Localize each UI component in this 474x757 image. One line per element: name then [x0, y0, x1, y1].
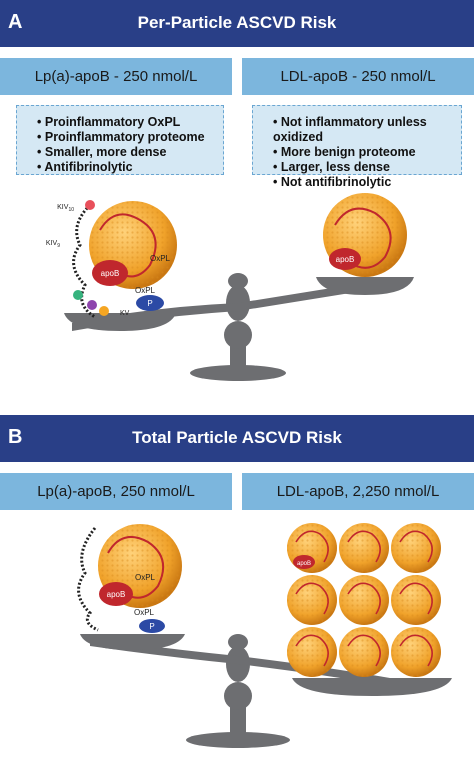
panel-a-header: A Per-Particle ASCVD Risk [0, 0, 474, 47]
ldl-particle: apoB [287, 523, 337, 573]
panel-a-right-header: LDL-apoB - 250 nmol/L [242, 58, 474, 95]
apob-icon [293, 555, 315, 569]
panel-b-scale-scene: apoB OxPL OxPL P apoB [77, 523, 452, 748]
list-item: Proinflammatory OxPL [37, 115, 223, 130]
apob-label: apoB [297, 561, 311, 567]
ldl-particle [391, 575, 441, 625]
apob-icon [329, 248, 361, 270]
ldl-particle [391, 523, 441, 573]
lpa-particle: apoB OxPL OxPL P [77, 524, 182, 633]
panel-b-right-header: LDL-apoB, 2,250 nmol/L [242, 473, 474, 510]
ldl-particle: apoB [323, 193, 407, 277]
oxpl-label-2: OxPL [135, 286, 156, 295]
panel-a-left-list: Proinflammatory OxPL Proinflammatory pro… [16, 105, 224, 175]
ldl-particle [287, 575, 337, 625]
panel-b-left-header: Lp(a)-apoB, 250 nmol/L [0, 473, 232, 510]
list-item: Smaller, more dense [37, 145, 223, 160]
list-item: Larger, less dense [273, 160, 461, 175]
protease-domain-icon [139, 619, 165, 633]
kv-label: KV [120, 310, 130, 317]
oxpl-label: OxPL [135, 573, 156, 582]
panel-a-title: Per-Particle ASCVD Risk [137, 13, 337, 32]
kiv9-label: KIV9 [46, 240, 60, 249]
oxpl-label-2: OxPL [134, 608, 155, 617]
scale [64, 273, 414, 381]
apoa-kringle-chain [77, 527, 99, 632]
ldl-particle [391, 627, 441, 677]
panel-a-scale-scene: apoB OxPL OxPL P KIV10 KIV9 KV apoB [46, 193, 414, 381]
apob-label: apoB [336, 255, 355, 264]
panel-a-left-header: Lp(a)-apoB - 250 nmol/L [0, 58, 232, 95]
list-item: Not inflammatory unless oxidized [273, 115, 461, 145]
ldl-particle [339, 627, 389, 677]
apob-label: apoB [107, 590, 126, 599]
ldl-particle [287, 627, 337, 677]
lpa-particle: apoB OxPL OxPL [89, 201, 177, 295]
apob-icon [92, 260, 128, 286]
oxpl-label: OxPL [150, 254, 171, 263]
list-item: Proinflammatory proteome [37, 130, 223, 145]
panel-b-header: B Total Particle ASCVD Risk [0, 415, 474, 462]
ldl-particle-grid: apoB [287, 523, 441, 677]
panel-b-letter: B [8, 426, 23, 448]
panel-b-title: Total Particle ASCVD Risk [132, 428, 342, 447]
list-item: More benign proteome [273, 145, 461, 160]
p-label: P [149, 622, 154, 631]
ldl-particle [339, 523, 389, 573]
apob-label: apoB [101, 269, 120, 278]
protease-domain-icon [136, 295, 164, 311]
list-item: Antifibrinolytic [37, 160, 223, 175]
panel-a-letter: A [8, 11, 23, 33]
apob-icon [99, 582, 133, 606]
p-label: P [147, 299, 152, 308]
apoa-kringle-chain: P KIV10 KIV9 KV [46, 200, 164, 319]
ldl-particle [339, 575, 389, 625]
kiv10-label: KIV10 [57, 204, 74, 213]
panel-a-right-list: Not inflammatory unless oxidized More be… [252, 105, 462, 189]
list-item: Not antifibrinolytic [273, 175, 461, 190]
